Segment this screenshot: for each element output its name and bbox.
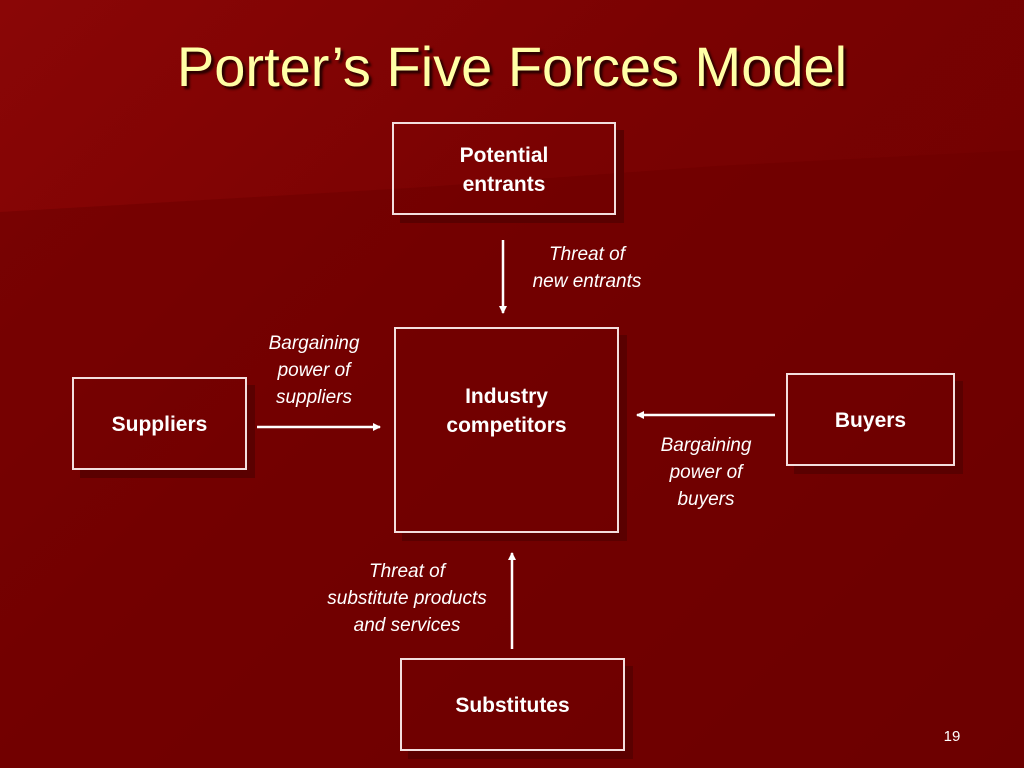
buyers-power-line1: Bargaining	[660, 435, 752, 456]
suppliers-power-label: Bargaining power of suppliers	[244, 330, 384, 411]
suppliers-power-line1: Bargaining	[268, 333, 360, 354]
buyers-power-line3: buyers	[677, 489, 735, 510]
buyers-power-label: Bargaining power of buyers	[636, 432, 776, 513]
slide-title: Porter’s Five Forces Model	[176, 35, 848, 98]
industry-competitors-label-line2: competitors	[446, 414, 567, 437]
page-number: 19	[943, 728, 961, 745]
substitutes-threat-line2: substitute products	[327, 588, 487, 609]
suppliers-box: Suppliers	[72, 377, 247, 470]
substitutes-threat-label: Threat of substitute products and servic…	[307, 558, 507, 639]
buyers-label: Buyers	[834, 409, 907, 432]
substitutes-label: Substitutes	[455, 694, 570, 717]
substitutes-box: Substitutes	[400, 658, 625, 751]
suppliers-power-line2: power of	[277, 360, 351, 381]
suppliers-power-line3: suppliers	[275, 387, 353, 408]
buyers-box: Buyers	[786, 373, 955, 466]
substitutes-threat-line3: and services	[353, 615, 461, 636]
buyers-power-line2: power of	[669, 462, 743, 483]
substitutes-threat-line1: Threat of	[368, 561, 446, 582]
suppliers-label: Suppliers	[111, 413, 208, 436]
new-entrants-threat-label: Threat of new entrants	[512, 241, 662, 295]
potential-entrants-box: Potential entrants	[392, 122, 616, 215]
potential-entrants-label-line2: entrants	[462, 173, 546, 196]
new-entrants-threat-line1: Threat of	[548, 244, 626, 265]
potential-entrants-label-line1: Potential	[459, 144, 549, 167]
new-entrants-threat-line2: new entrants	[532, 271, 642, 292]
industry-competitors-box: Industry competitors	[394, 327, 619, 533]
industry-competitors-label-line1: Industry	[465, 385, 548, 408]
